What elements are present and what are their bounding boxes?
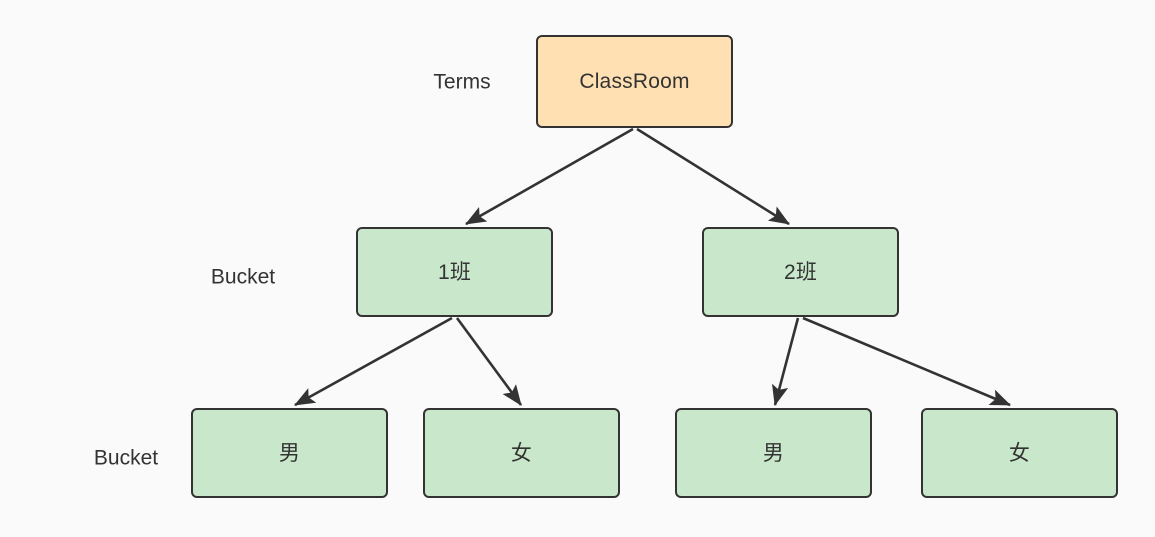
node-class2[interactable]: 2班 <box>702 227 899 317</box>
node-class1-female[interactable]: 女 <box>423 408 620 498</box>
edge-classroom-class1 <box>465 127 634 226</box>
node-label: 1班 <box>437 260 472 284</box>
edge-class2-male <box>772 317 800 407</box>
edge-class1-female <box>455 317 523 406</box>
node-class1-male[interactable]: 男 <box>191 408 388 498</box>
node-label: 男 <box>278 441 301 465</box>
edge-class1-male <box>294 316 453 407</box>
node-label: 男 <box>762 441 785 465</box>
node-class2-male[interactable]: 男 <box>675 408 872 498</box>
node-label: 女 <box>1008 441 1031 465</box>
node-class1[interactable]: 1班 <box>356 227 553 317</box>
row-label-bucket-2: Bucket <box>93 446 159 470</box>
node-class2-female[interactable]: 女 <box>921 408 1118 498</box>
node-label: 女 <box>510 441 533 465</box>
node-label: ClassRoom <box>579 70 690 93</box>
row-label-bucket-1: Bucket <box>210 265 276 289</box>
node-label: 2班 <box>783 260 818 284</box>
edge-class2-female <box>802 316 1011 407</box>
edge-classroom-class2 <box>636 127 790 226</box>
node-classroom[interactable]: ClassRoom <box>536 35 733 128</box>
row-label-terms-0: Terms <box>433 70 491 94</box>
